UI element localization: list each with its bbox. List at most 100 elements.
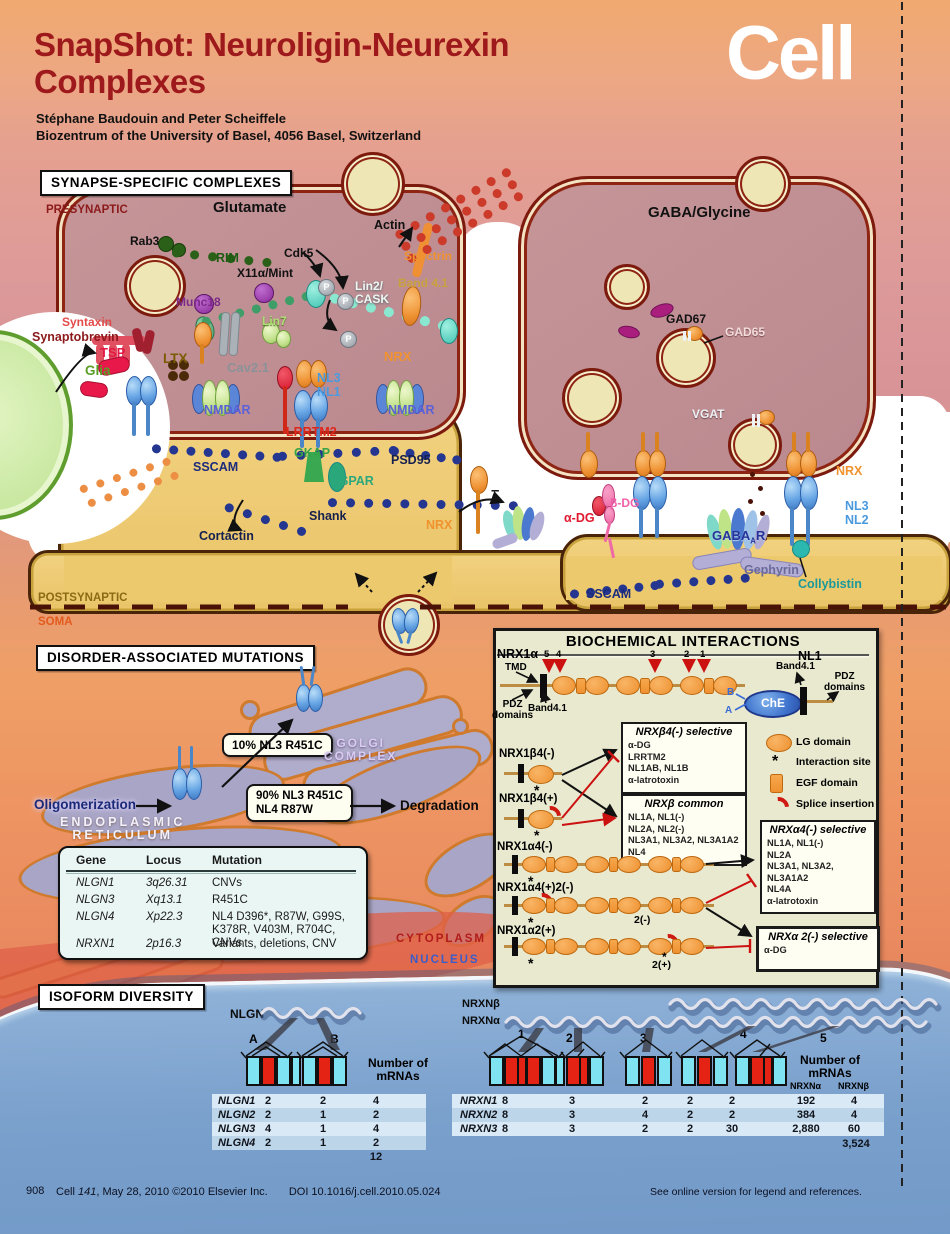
legend-egf-label: EGF domain bbox=[796, 777, 858, 789]
box-item: LRRTM2 bbox=[628, 751, 666, 762]
synaptic-vesicle bbox=[735, 156, 791, 212]
legend-splice-label: Splice insertion bbox=[796, 798, 875, 810]
exon-box-alt bbox=[641, 1056, 656, 1086]
interaction-site: * bbox=[528, 914, 534, 930]
table-total-nlgn: 12 bbox=[369, 1151, 383, 1163]
label-golgi: GOLGI COMPLEX bbox=[324, 737, 397, 762]
table-cell: Xq13.1 bbox=[146, 894, 183, 906]
legend-interaction-label: Interaction site bbox=[796, 756, 871, 768]
synaptic-vesicle bbox=[341, 152, 405, 216]
table-cell: 2 bbox=[641, 1123, 649, 1135]
nl-stem bbox=[300, 418, 304, 448]
nl-stem bbox=[655, 506, 659, 538]
gaba-release-dot bbox=[758, 486, 763, 491]
legend-lg-icon bbox=[766, 734, 792, 752]
table-rule bbox=[66, 870, 356, 874]
callout-90-line2: NL4 R87W bbox=[256, 804, 313, 816]
exon-box bbox=[589, 1056, 604, 1086]
mutation-table bbox=[58, 846, 368, 960]
label-cytoplasm: CYTOPLASM bbox=[396, 933, 486, 945]
label-lrrtm2: LRRTM2 bbox=[286, 425, 337, 439]
che-domain: ChE bbox=[744, 690, 802, 718]
splice-num-4: 4 bbox=[556, 649, 562, 660]
table-cell: 30 bbox=[725, 1123, 739, 1135]
nrx1a-tmd bbox=[540, 674, 547, 698]
gabar-text: GABA bbox=[712, 528, 751, 543]
page-title-line2: Complexes bbox=[34, 63, 206, 100]
synaptic-vesicle bbox=[604, 264, 650, 310]
table-cell: 2p16.3 bbox=[146, 938, 182, 950]
label-col-nrxna: NRXNα bbox=[790, 1081, 822, 1091]
footer-page-number: 908 bbox=[26, 1185, 45, 1197]
ltx-ball bbox=[179, 360, 189, 370]
label-splice-a: A bbox=[725, 705, 733, 716]
callout-90-line1: 90% NL3 R451C bbox=[256, 790, 343, 802]
footer-rest: , May 28, 2010 ©2010 Elsevier Inc. bbox=[96, 1186, 268, 1198]
label-pdz-left: PDZ domains bbox=[492, 699, 533, 721]
label-sscam-left: SSCAM bbox=[193, 460, 239, 474]
lg-domain bbox=[648, 856, 672, 873]
box-item: α-DG bbox=[628, 740, 651, 750]
label-tmd: TMD bbox=[505, 662, 527, 673]
table-cell: 8 bbox=[501, 1095, 509, 1107]
footer-note: See online version for legend and refere… bbox=[650, 1186, 862, 1198]
box-title: NRXα 2(-) selective bbox=[768, 931, 868, 943]
nl-stem bbox=[790, 506, 794, 546]
table-row-band bbox=[452, 1094, 884, 1108]
label-rim: RIM bbox=[216, 251, 239, 265]
variant-nrx1b4-minus: NRX1β4(-) bbox=[499, 748, 555, 760]
nl1-tmd bbox=[800, 687, 807, 715]
nl-stem bbox=[316, 418, 320, 448]
table-cell: 2 bbox=[264, 1109, 272, 1121]
pdz-line1: PDZ bbox=[502, 699, 523, 710]
exon-box bbox=[276, 1056, 291, 1086]
table-cell: R451C bbox=[212, 894, 248, 906]
box-item: NL3A1, NL3A2, bbox=[767, 861, 834, 871]
membrane-merge bbox=[64, 556, 452, 602]
label-number-of-mrnas-nrxn: Number of mRNAs bbox=[782, 1054, 878, 1080]
spar-protein bbox=[328, 462, 346, 492]
table-cell: NLGN2 bbox=[218, 1109, 256, 1121]
nl-dimer-er bbox=[186, 768, 202, 800]
table-cell: 60 bbox=[847, 1123, 861, 1135]
exon-box-alt bbox=[526, 1056, 541, 1086]
mutation-col-mutation: Mutation bbox=[212, 853, 262, 867]
variant-nrx1a2-plus: NRX1α2(+) bbox=[497, 925, 556, 937]
exon-box bbox=[657, 1056, 672, 1086]
table-cell: 4 bbox=[372, 1095, 380, 1107]
cleft-right-margin bbox=[866, 412, 950, 542]
label-band41: Band 4.1 bbox=[398, 276, 449, 290]
lg-domain bbox=[680, 676, 704, 695]
table-cell: NLGN4 bbox=[76, 911, 115, 923]
label-actin: Actin bbox=[374, 218, 406, 232]
lin7-protein bbox=[276, 330, 291, 348]
lg-domain bbox=[585, 938, 609, 955]
exon-box-alt bbox=[697, 1056, 712, 1086]
table-cell: Variants, deletions, CNV bbox=[212, 938, 337, 950]
nrx-stem bbox=[792, 432, 796, 452]
pdz-line2: domains bbox=[824, 681, 866, 693]
label-glutamate: Glutamate bbox=[213, 199, 287, 216]
variant-tmd bbox=[518, 764, 524, 783]
table-cell: 4 bbox=[850, 1095, 858, 1107]
nrx-stem bbox=[200, 344, 204, 364]
label-nlgn: NLGN bbox=[230, 1007, 264, 1021]
interaction-site: * bbox=[534, 782, 540, 798]
splice-num-3: 3 bbox=[650, 649, 656, 660]
synaptic-vesicle bbox=[562, 368, 622, 428]
table-cell: 8 bbox=[501, 1123, 509, 1135]
golgi-line2: COMPLEX bbox=[324, 748, 398, 763]
label-cortactin: Cortactin bbox=[199, 529, 254, 543]
nmdar-core bbox=[215, 380, 230, 416]
label-gaba-glycine: GABA/Glycine bbox=[648, 204, 751, 221]
legend-interaction-icon: * bbox=[772, 753, 779, 770]
cask-body bbox=[440, 318, 458, 344]
nl-stem bbox=[806, 506, 810, 546]
table-cell: 2 bbox=[686, 1123, 694, 1135]
section-isoform-diversity-box: ISOFORM DIVERSITY bbox=[38, 984, 205, 1010]
table-cell: 3q26.31 bbox=[146, 877, 188, 889]
nl-stem bbox=[190, 746, 193, 770]
label-oligomerization: Oligomerization bbox=[34, 797, 137, 812]
er-line1: ENDOPLASMIC bbox=[60, 815, 186, 829]
synaptic-vesicle bbox=[124, 255, 186, 317]
